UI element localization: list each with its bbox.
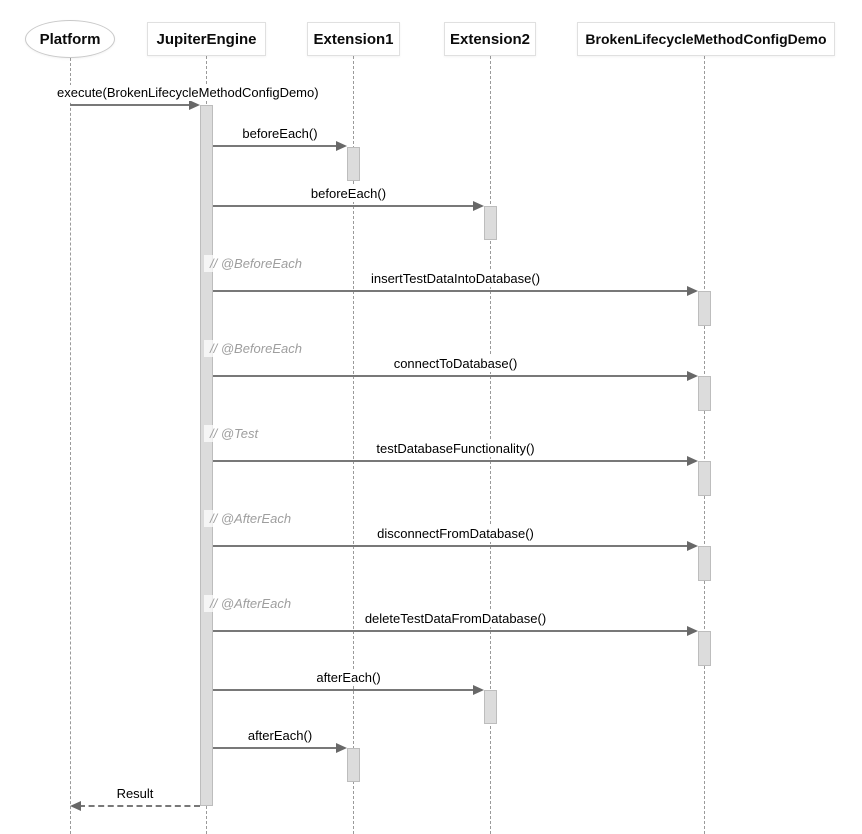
message-line — [213, 689, 475, 691]
message-label-row: disconnectFromDatabase() — [213, 526, 698, 542]
message-line — [213, 205, 475, 207]
activation-bar-broken-lifecycle-method-config-demo — [698, 631, 711, 666]
activation-bar-broken-lifecycle-method-config-demo — [698, 546, 711, 581]
arrowhead-icon — [336, 743, 347, 753]
comment-label: // @BeforeEach — [204, 340, 308, 357]
participant-label: JupiterEngine — [156, 30, 257, 48]
participant-head-broken-lifecycle-method-config-demo: BrokenLifecycleMethodConfigDemo — [577, 22, 835, 56]
message-label: afterEach() — [313, 670, 384, 686]
activation-bar-broken-lifecycle-method-config-demo — [698, 291, 711, 326]
participant-head-platform: Platform — [25, 20, 115, 58]
message-line — [70, 104, 191, 106]
comment-label: // @BeforeEach — [204, 255, 308, 272]
message-line — [213, 747, 338, 749]
activation-bar-extension2 — [484, 690, 497, 724]
participant-label: Extension2 — [449, 30, 531, 48]
message-label-row: afterEach() — [213, 670, 484, 686]
arrowhead-icon — [473, 201, 484, 211]
message-label-row: deleteTestDataFromDatabase() — [213, 611, 698, 627]
activation-bar-jupiter-engine — [200, 105, 213, 806]
message-line — [213, 375, 689, 377]
message-line — [79, 805, 200, 807]
message-label-row: beforeEach() — [213, 126, 347, 142]
lifeline-extension1 — [353, 56, 354, 834]
message-label: disconnectFromDatabase() — [374, 526, 537, 542]
message-label: execute(BrokenLifecycleMethodConfigDemo) — [54, 85, 322, 101]
arrowhead-icon — [687, 371, 698, 381]
message-label: deleteTestDataFromDatabase() — [361, 611, 550, 627]
comment-label: // @AfterEach — [204, 595, 298, 612]
comment-label: // @AfterEach — [204, 510, 298, 527]
activation-bar-broken-lifecycle-method-config-demo — [698, 376, 711, 411]
activation-bar-extension1 — [347, 147, 360, 181]
arrowhead-icon — [687, 626, 698, 636]
arrowhead-icon — [687, 286, 698, 296]
participant-label: BrokenLifecycleMethodConfigDemo — [585, 31, 827, 47]
arrowhead-icon — [687, 456, 698, 466]
message-label: beforeEach() — [239, 126, 321, 142]
message-label-row: beforeEach() — [213, 186, 484, 202]
arrowhead-icon — [687, 541, 698, 551]
message-line — [213, 145, 338, 147]
message-label: afterEach() — [244, 728, 316, 744]
lifeline-broken-lifecycle-method-config-demo — [704, 56, 705, 834]
activation-bar-extension1 — [347, 748, 360, 782]
participant-head-extension1: Extension1 — [307, 22, 400, 56]
activation-bar-broken-lifecycle-method-config-demo — [698, 461, 711, 496]
message-line — [213, 460, 689, 462]
arrowhead-icon — [336, 141, 347, 151]
message-label-row: execute(BrokenLifecycleMethodConfigDemo) — [54, 85, 322, 101]
message-label: testDatabaseFunctionality() — [373, 441, 538, 457]
message-label-row: testDatabaseFunctionality() — [213, 441, 698, 457]
lifeline-platform — [70, 58, 71, 834]
participant-head-jupiter-engine: JupiterEngine — [147, 22, 266, 56]
message-label-row: Result — [70, 786, 200, 802]
message-label-row: afterEach() — [213, 728, 347, 744]
participant-label: Extension1 — [313, 30, 394, 48]
message-label-row: insertTestDataIntoDatabase() — [213, 271, 698, 287]
participant-head-extension2: Extension2 — [444, 22, 536, 56]
message-label: connectToDatabase() — [390, 356, 521, 372]
message-line — [213, 630, 689, 632]
arrowhead-icon — [70, 801, 81, 811]
arrowhead-icon — [189, 100, 200, 110]
message-label: beforeEach() — [307, 186, 390, 202]
message-line — [213, 290, 689, 292]
message-line — [213, 545, 689, 547]
message-label: Result — [113, 786, 157, 802]
arrowhead-icon — [473, 685, 484, 695]
activation-bar-extension2 — [484, 206, 497, 240]
comment-label: // @Test — [204, 425, 265, 442]
message-label: insertTestDataIntoDatabase() — [367, 271, 544, 287]
participant-label: Platform — [39, 30, 101, 48]
message-label-row: connectToDatabase() — [213, 356, 698, 372]
